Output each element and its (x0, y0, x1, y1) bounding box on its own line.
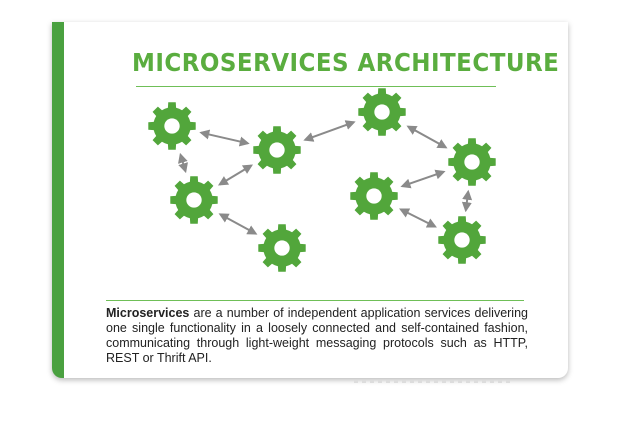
microservices-diagram (148, 88, 496, 272)
description-term: Microservices (106, 306, 190, 320)
gear-icon-g8 (438, 216, 486, 264)
gear-icon-g4 (258, 224, 306, 272)
description-text: are a number of independent application … (106, 306, 528, 365)
connection-arrow-g3-g4 (218, 213, 258, 235)
title-underline (136, 86, 496, 87)
connection-arrow-g6-g8 (461, 189, 473, 213)
gear-icon-g6 (448, 138, 496, 186)
gear-icon-g5 (358, 88, 406, 136)
connection-arrow-g1-g2 (199, 129, 250, 147)
connection-arrow-g1-g3 (178, 152, 188, 174)
connection-arrow-g2-g5 (303, 120, 356, 142)
gear-icon-g1 (148, 102, 196, 150)
connection-arrow-g5-g6 (406, 125, 448, 149)
connection-arrow-g6-g7 (400, 169, 446, 189)
gear-icon-g2 (253, 126, 301, 174)
faint-footer-mark (354, 380, 514, 383)
connection-arrow-g2-g3 (217, 164, 254, 186)
gear-icon-g3 (170, 176, 218, 224)
page-title: MICROSERVICES ARCHITECTURE (132, 48, 560, 77)
gear-icon-g7 (350, 172, 398, 220)
description-paragraph: Microservices are a number of independen… (106, 306, 528, 366)
infographic-card: MICROSERVICES ARCHITECTURE Microservices… (52, 22, 568, 383)
connection-arrow-g7-g8 (399, 208, 437, 228)
description-divider (106, 300, 524, 301)
